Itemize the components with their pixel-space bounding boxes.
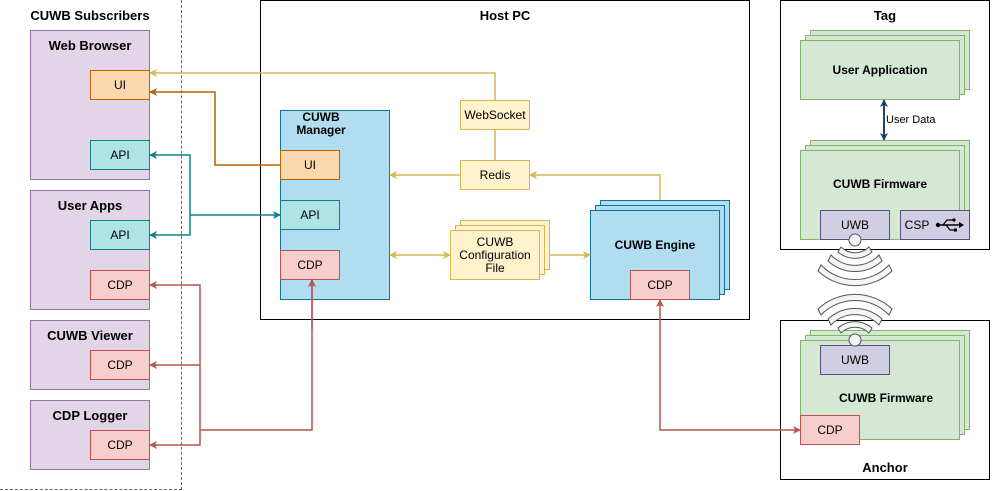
cdp-to-userapps-line xyxy=(149,281,201,430)
user-apps-cdp: CDP xyxy=(90,270,150,300)
cuwb-engine-title: CUWB Engine xyxy=(614,237,696,252)
tag-title: Tag xyxy=(873,7,897,23)
websocket-to-browser-ui-line xyxy=(149,69,496,100)
anchor-firmware-title: CUWB Firmware xyxy=(838,390,933,405)
tag-antenna-icon xyxy=(817,233,893,287)
api-to-browser-api-line xyxy=(149,151,191,215)
anchor-cdp: CDP xyxy=(800,415,860,445)
manager-ui: UI xyxy=(280,150,340,180)
engine-to-redis-line xyxy=(529,171,661,200)
cuwb-viewer-title: CUWB Viewer xyxy=(47,327,133,343)
user-apps-api: API xyxy=(90,220,150,250)
user-apps-title: User Apps xyxy=(57,197,123,213)
user-data-label: User Data xyxy=(886,113,936,126)
web-browser-api: API xyxy=(90,140,150,170)
anchor-antenna-icon xyxy=(817,293,893,347)
websocket-box: WebSocket xyxy=(460,100,530,130)
subscribers-title: CUWB Subscribers xyxy=(30,7,150,23)
anchor-title: Anchor xyxy=(862,459,908,475)
redis-box: Redis xyxy=(460,160,530,190)
tag-csp-label: CSP xyxy=(904,217,930,232)
tag-firmware-title: CUWB Firmware xyxy=(832,176,927,191)
web-browser-ui: UI xyxy=(90,70,150,100)
cuwb-viewer-cdp: CDP xyxy=(90,350,150,380)
web-browser-title: Web Browser xyxy=(48,37,132,53)
manager-cdp-bus-line xyxy=(200,280,313,431)
manager-ui-to-browser-ui-line xyxy=(149,88,280,166)
engine-anchor-cdp-line xyxy=(656,299,801,434)
config-file-box: CUWB Configuration File xyxy=(450,230,540,280)
host-pc-title: Host PC xyxy=(479,7,531,23)
api-to-userapps-api-line xyxy=(149,215,191,239)
cdp-to-logger-line xyxy=(149,430,201,449)
usb-icon xyxy=(935,218,964,232)
manager-api: API xyxy=(280,200,340,230)
subscribers-container xyxy=(0,0,182,490)
cdp-logger-cdp: CDP xyxy=(90,430,150,460)
cdp-logger-title: CDP Logger xyxy=(52,407,128,423)
